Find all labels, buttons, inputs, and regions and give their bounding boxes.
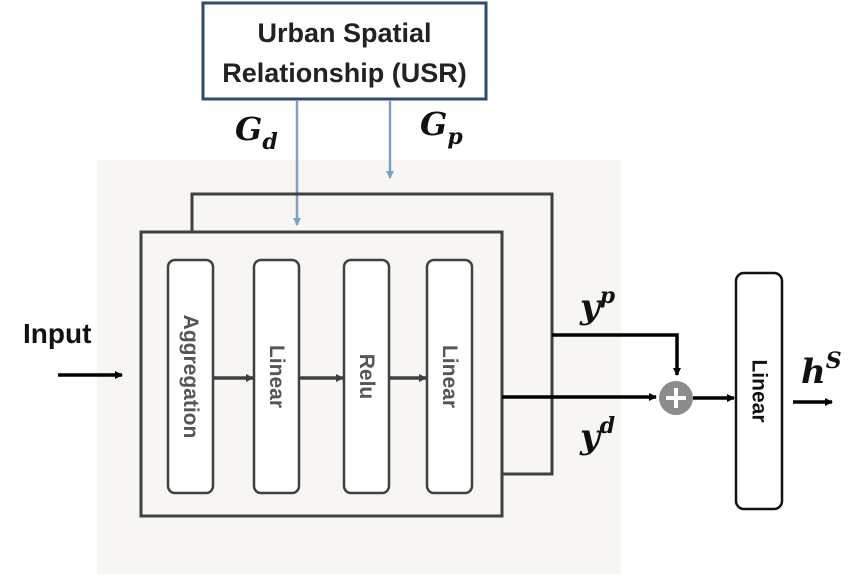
sum-operator-icon — [659, 381, 693, 415]
gp-label: Gp — [420, 105, 463, 150]
final-linear-block: Linear — [734, 271, 784, 511]
gd-label: Gd — [235, 110, 278, 155]
yp-label: yp — [579, 283, 616, 327]
yp-output-arrow — [552, 333, 681, 376]
usr-title-line1: Urban Spatial — [257, 18, 431, 48]
linear-block-1: Linear — [252, 258, 301, 495]
usr-title-line2: Relationship (USR) — [222, 58, 467, 88]
linear-1-label: Linear — [265, 345, 288, 408]
back-layer-frame — [190, 192, 554, 476]
relu-block: Relu — [342, 258, 391, 495]
final-linear-label: Linear — [748, 359, 771, 422]
aggregation-block: Aggregation — [166, 258, 215, 495]
aggregation-label: Aggregation — [179, 315, 202, 439]
hs-label: hS — [801, 348, 842, 392]
linear-2-label: Linear — [438, 345, 461, 408]
linear-block-2: Linear — [425, 258, 474, 495]
input-label: Input — [23, 318, 91, 349]
yd-label: yd — [579, 413, 615, 457]
relu-label: Relu — [355, 354, 378, 400]
usr-box: Urban Spatial Relationship (USR) — [201, 1, 488, 101]
